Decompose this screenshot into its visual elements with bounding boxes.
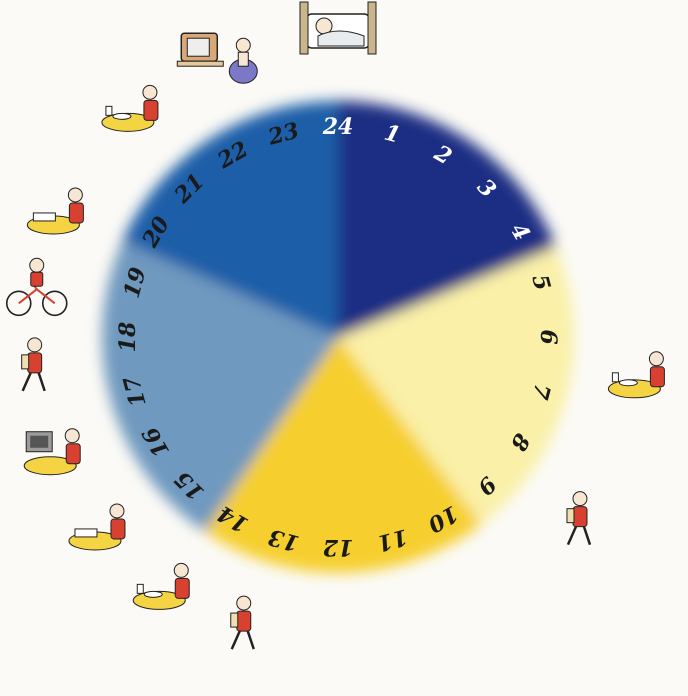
hour-label-18: 18 <box>115 322 141 353</box>
computer-work-illustration <box>24 429 80 475</box>
breakfast-illustration <box>608 352 664 398</box>
walking-to-school-illustration <box>567 492 590 545</box>
sleeping-in-bed-illustration <box>300 2 376 54</box>
watching-tv-illustration <box>177 33 257 83</box>
dinner-illustration <box>102 85 158 131</box>
hour-label-12: 12 <box>323 534 354 560</box>
lunch-illustration <box>133 563 189 609</box>
homework-illustration <box>27 188 83 234</box>
desk-study-illustration <box>69 504 125 550</box>
hour-label-24: 24 <box>322 114 354 140</box>
walking-home-illustration <box>231 596 254 649</box>
walking-illustration <box>22 338 45 391</box>
cycling-illustration <box>7 258 67 315</box>
clock-sectors <box>102 101 574 573</box>
hour-label-6: 6 <box>535 329 561 344</box>
